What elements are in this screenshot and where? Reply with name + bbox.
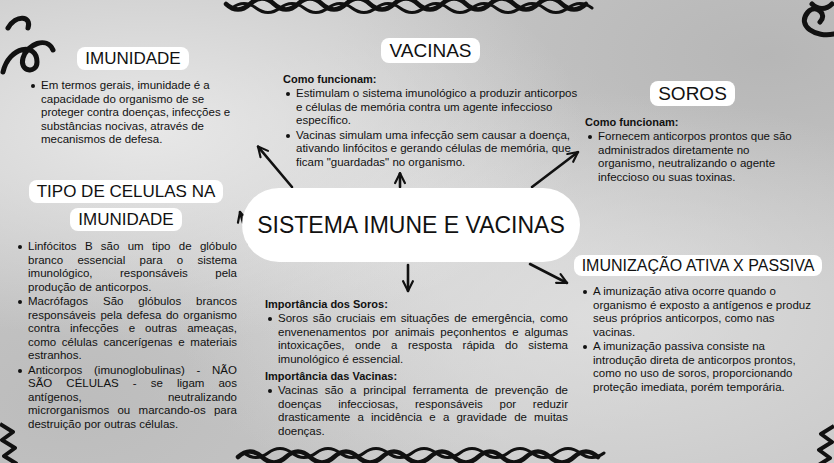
subheading: Como funcionam: bbox=[585, 115, 800, 129]
heading-row: TIPO DE CELULAS NA IMUNIDADE bbox=[15, 178, 237, 234]
section-heading: VACINAS bbox=[381, 38, 479, 63]
bullet-text: Estimulam o sistema imunológico a produz… bbox=[283, 87, 578, 128]
topic-section: TIPO DE CELULAS NA IMUNIDADE Linfócitos B… bbox=[15, 178, 237, 431]
bullet-text: Soros são cruciais em situações de emerg… bbox=[265, 312, 568, 366]
section-heading: TIPO DE CELULAS NA IMUNIDADE bbox=[29, 180, 224, 231]
arrow-connector bbox=[407, 265, 410, 291]
bullet-text: Vacinas simulam uma infecção sem causar … bbox=[283, 129, 578, 170]
squiggle-top bbox=[232, 4, 592, 13]
squiggle-corner bbox=[804, 4, 834, 35]
zigzag-corner bbox=[0, 424, 17, 463]
squiggle-bottom bbox=[244, 449, 604, 458]
section-heading: SOROS bbox=[650, 81, 735, 106]
bullet-text: Anticorpos (imunoglobulinas) - NÃO SÃO C… bbox=[15, 364, 237, 432]
subheading: Importância dos Soros: bbox=[265, 297, 568, 311]
arrow-connector bbox=[399, 173, 402, 187]
topic-section: IMUNIZAÇÃO ATIVA X PASSIVA A imunização a… bbox=[572, 253, 824, 394]
bullet-text: A imunização passiva consiste na introdu… bbox=[580, 340, 818, 394]
arrow-connector bbox=[530, 264, 567, 283]
bullet-text: Fornecem anticorpos prontos que são admi… bbox=[585, 130, 800, 184]
arrow-connector bbox=[532, 152, 578, 187]
heading-row: IMUNIDADE bbox=[28, 45, 238, 73]
heading-row: IMUNIZAÇÃO ATIVA X PASSIVA bbox=[572, 253, 824, 279]
topic-section: IMUNIDADE Em termos gerais, imunidade é a… bbox=[28, 45, 238, 147]
bullet-text: Vacinas são a principal ferramenta de pr… bbox=[265, 384, 568, 438]
heading-row: SOROS bbox=[585, 78, 800, 109]
bullet-text: Em termos gerais, imunidade é a capacida… bbox=[28, 79, 238, 147]
arrow-connector bbox=[258, 147, 292, 187]
squiggle-corner bbox=[3, 18, 53, 72]
bullet-text: Macrófagos São glóbulos brancos responsá… bbox=[15, 295, 237, 363]
topic-section: VACINAS Como funcionam:Estimulam o sistem… bbox=[283, 35, 578, 169]
bullet-text: A imunização ativa ocorre quando o organ… bbox=[580, 285, 818, 339]
bullet-text: Linfócitos B são um tipo de glóbulo bran… bbox=[15, 240, 237, 294]
heading-row: VACINAS bbox=[283, 35, 578, 66]
topic-section: SOROS Como funcionam:Fornecem anticorpos … bbox=[585, 78, 800, 184]
note-section: Importância dos Soros:Soros são cruciais… bbox=[265, 296, 568, 438]
central-pill: SISTEMA IMUNE E VACINAS bbox=[242, 188, 580, 262]
section-heading: IMUNIZAÇÃO ATIVA X PASSIVA bbox=[574, 255, 823, 276]
section-heading: IMUNIDADE bbox=[77, 47, 188, 70]
subheading: Como funcionam: bbox=[283, 72, 578, 86]
central-title: SISTEMA IMUNE E VACINAS bbox=[257, 212, 565, 239]
subheading: Importância das Vacinas: bbox=[265, 369, 568, 383]
zigzag-corner bbox=[817, 426, 834, 463]
